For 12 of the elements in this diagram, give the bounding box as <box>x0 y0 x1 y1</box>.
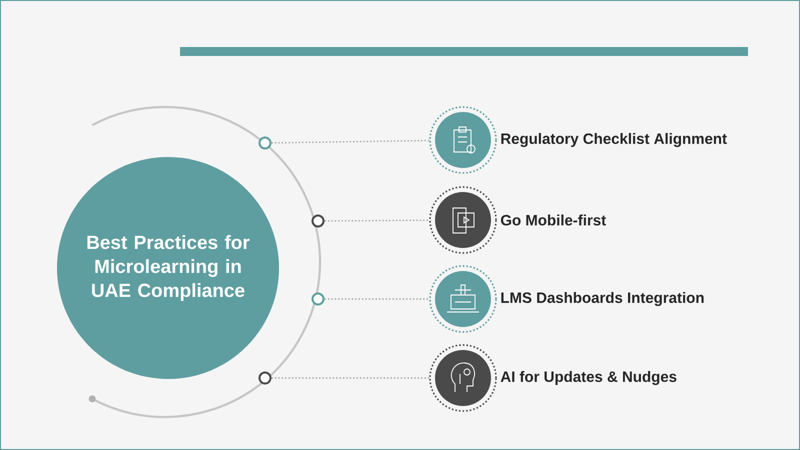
connector-dot <box>258 136 272 150</box>
node-label: Go Mobile-first <box>500 214 606 226</box>
node-label: AI for Updates & Nudges <box>500 370 676 386</box>
connector-dot <box>312 292 324 306</box>
connector-dot <box>258 372 272 384</box>
dotted-connector <box>272 377 430 379</box>
dotted-connector <box>324 220 430 222</box>
connector-dot <box>312 214 324 228</box>
dotted-connector <box>272 140 430 144</box>
dotted-connector <box>324 298 430 300</box>
node-label: Regulatory Checklist Alignment <box>501 132 727 148</box>
node-label: LMS Dashboards Integration <box>501 292 704 306</box>
